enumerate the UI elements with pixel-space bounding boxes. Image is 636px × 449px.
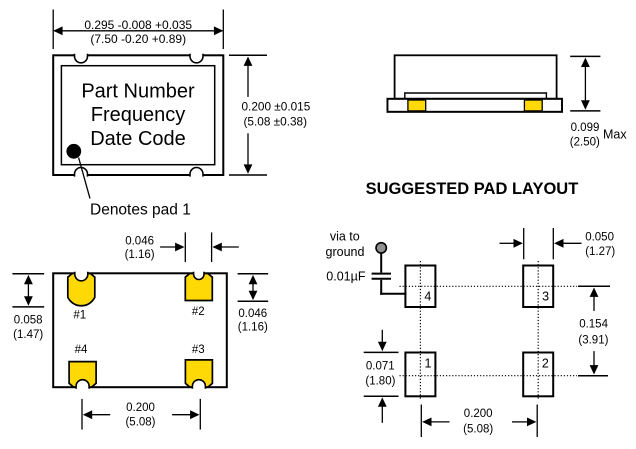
svg-text:0.200: 0.200 [126, 402, 155, 414]
svg-text:ground: ground [326, 245, 365, 259]
svg-text:0.046: 0.046 [238, 308, 267, 320]
svg-text:0.200 ±0.015: 0.200 ±0.015 [242, 99, 311, 113]
svg-text:(5.08): (5.08) [463, 424, 493, 436]
svg-text:(1.80): (1.80) [365, 376, 395, 388]
svg-text:(2.50): (2.50) [570, 137, 600, 149]
svg-text:0.046: 0.046 [125, 236, 154, 248]
svg-text:1: 1 [425, 356, 432, 370]
svg-text:0.050: 0.050 [585, 231, 614, 243]
svg-text:Max: Max [603, 128, 627, 142]
svg-text:0.200: 0.200 [464, 408, 493, 420]
svg-text:2: 2 [542, 356, 549, 370]
svg-text:#3: #3 [192, 344, 205, 356]
svg-text:SUGGESTED PAD LAYOUT: SUGGESTED PAD LAYOUT [366, 180, 579, 198]
svg-text:#2: #2 [192, 306, 205, 318]
svg-text:(7.50 -0.20 +0.89): (7.50 -0.20 +0.89) [90, 32, 186, 46]
svg-text:(5.08 ±0.38): (5.08 ±0.38) [244, 114, 308, 128]
svg-text:(3.91): (3.91) [578, 334, 608, 346]
svg-text:3: 3 [542, 290, 549, 304]
svg-text:0.295 -0.008 +0.035: 0.295 -0.008 +0.035 [84, 18, 192, 32]
svg-text:via to: via to [330, 229, 360, 243]
svg-text:#4: #4 [75, 344, 88, 356]
svg-text:0.01µF: 0.01µF [326, 269, 366, 283]
svg-text:(1.47): (1.47) [13, 329, 43, 341]
svg-text:Frequency: Frequency [91, 104, 186, 126]
svg-text:Part Number: Part Number [81, 81, 195, 103]
svg-text:(1.27): (1.27) [585, 246, 615, 258]
svg-text:0.058: 0.058 [14, 314, 43, 326]
svg-text:Denotes pad 1: Denotes pad 1 [90, 201, 191, 218]
svg-text:#1: #1 [73, 310, 86, 322]
svg-text:0.154: 0.154 [579, 318, 608, 330]
svg-text:(1.16): (1.16) [238, 321, 268, 333]
svg-text:(5.08): (5.08) [125, 417, 155, 429]
svg-text:(1.16): (1.16) [125, 249, 155, 261]
svg-text:0.071: 0.071 [366, 360, 395, 372]
svg-text:4: 4 [424, 290, 431, 304]
svg-text:0.099: 0.099 [571, 122, 600, 134]
svg-text:Date Code: Date Code [90, 128, 186, 150]
